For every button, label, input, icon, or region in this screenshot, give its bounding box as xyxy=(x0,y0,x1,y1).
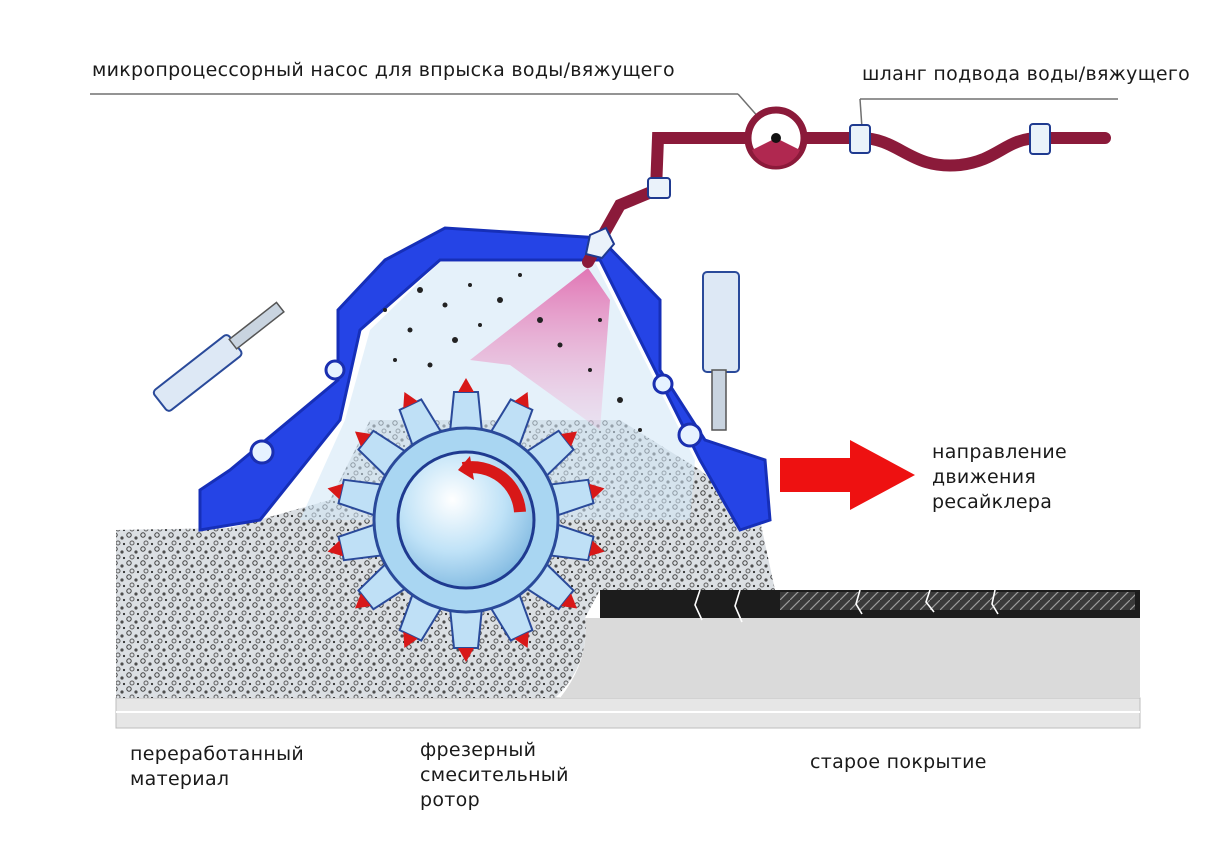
rotor-label: фрезерный смесительный ротор xyxy=(420,739,569,811)
old-surface-label: старое покрытие xyxy=(810,751,987,773)
processed-material-label: переработанный материал xyxy=(130,743,305,790)
hose-label: шланг подвода воды/вяжущего xyxy=(862,63,1191,85)
leader-lines xyxy=(90,93,1118,137)
hydraulic-cylinders xyxy=(152,271,740,431)
milling-rotor xyxy=(327,378,605,662)
spray-cone xyxy=(470,268,610,430)
rotor-tooth xyxy=(448,607,484,662)
direction-arrow xyxy=(780,440,915,510)
pump-label: микропроцессорный насос для впрыска воды… xyxy=(92,59,675,81)
pipe-fittings xyxy=(584,123,1051,260)
direction-label: направление движения ресайклера xyxy=(932,441,1067,513)
pump-gauge xyxy=(744,106,808,170)
rotation-arrow xyxy=(461,461,526,513)
rotor-tooth xyxy=(327,478,385,518)
road-surface xyxy=(115,589,1141,729)
debris xyxy=(383,273,642,432)
supply-pipe xyxy=(582,132,1111,268)
